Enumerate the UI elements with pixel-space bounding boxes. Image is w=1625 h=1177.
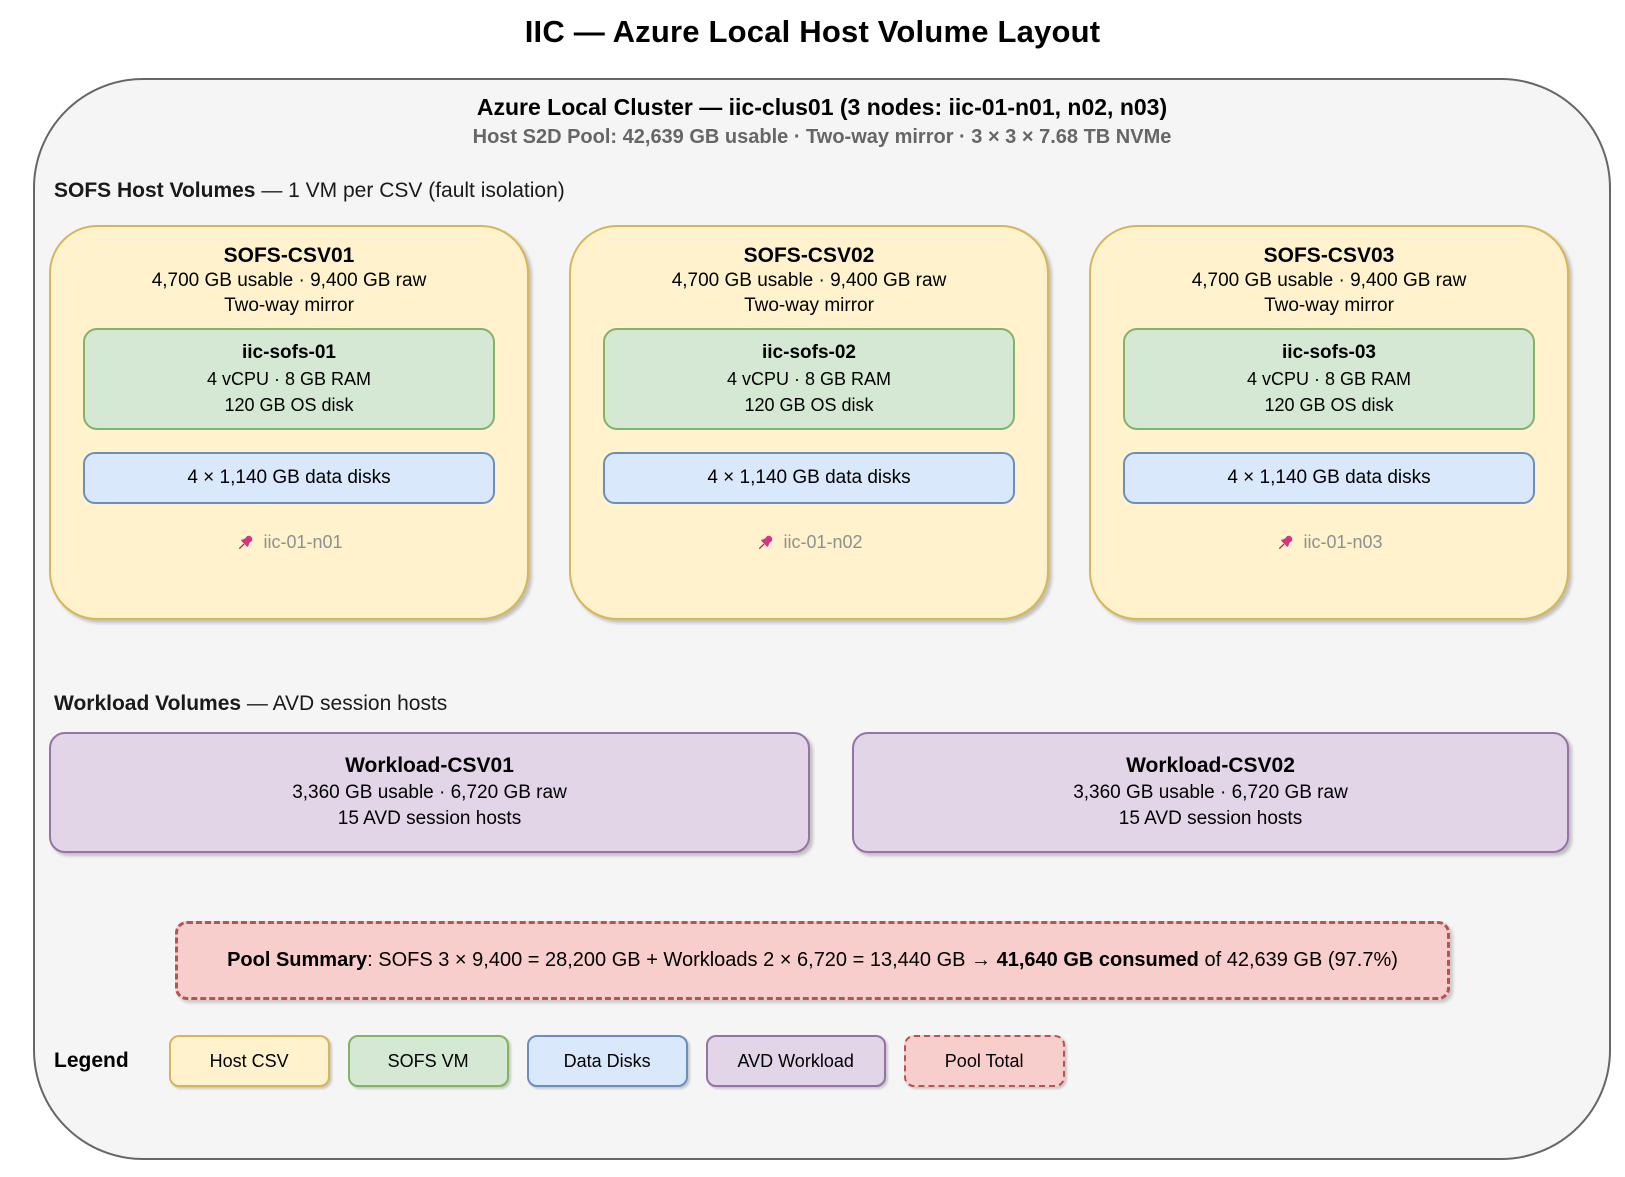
sofs-csv01-card: SOFS-CSV01 4,700 GB usable · 9,400 GB ra… (49, 225, 529, 620)
sofs-section-label: SOFS Host Volumes — 1 VM per CSV (fault … (54, 179, 1609, 203)
pool-summary-consumed: 41,640 GB consumed (996, 949, 1199, 971)
cluster-container: Azure Local Cluster — iic-clus01 (3 node… (33, 78, 1611, 1160)
workload-capacity: 3,360 GB usable · 6,720 GB raw (1073, 782, 1348, 803)
workload-section-label-bold: Workload Volumes (54, 692, 242, 715)
csv-capacity: 4,700 GB usable · 9,400 GB raw (151, 270, 427, 291)
sofs-vm-box: iic-sofs-01 4 vCPU · 8 GB RAM 120 GB OS … (83, 328, 495, 430)
workload-section-label-rest: — AVD session hosts (241, 692, 448, 715)
workload-csv01-card: Workload-CSV01 3,360 GB usable · 6,720 G… (49, 732, 810, 853)
data-disks-box: 4 × 1,140 GB data disks (83, 452, 495, 504)
csv-capacity: 4,700 GB usable · 9,400 GB raw (671, 270, 947, 291)
legend-item-sofs-vm: SOFS VM (347, 1035, 509, 1087)
vm-name: iic-sofs-02 (762, 342, 856, 363)
cluster-title: Azure Local Cluster — iic-clus01 (3 node… (476, 94, 1168, 120)
vm-os-disk: 120 GB OS disk (1264, 395, 1394, 415)
vm-specs: 4 vCPU · 8 GB RAM (726, 369, 892, 389)
vm-os-disk: 120 GB OS disk (744, 395, 874, 415)
csv-title: SOFS-CSV01 (223, 244, 355, 267)
pushpin-icon (239, 535, 253, 549)
sofs-vm-box: iic-sofs-02 4 vCPU · 8 GB RAM 120 GB OS … (603, 328, 1015, 430)
workload-hosts: 15 AVD session hosts (337, 807, 522, 829)
legend-item-pool-total: Pool Total (903, 1035, 1065, 1087)
pool-summary-label: Pool Summary (227, 949, 368, 971)
csv-resiliency: Two-way mirror (224, 294, 354, 316)
vm-specs: 4 vCPU · 8 GB RAM (206, 369, 372, 389)
data-disks-box: 4 × 1,140 GB data disks (603, 452, 1015, 504)
vm-name: iic-sofs-01 (242, 342, 336, 363)
workload-section-label: Workload Volumes — AVD session hosts (54, 692, 1609, 716)
workload-hosts: 15 AVD session hosts (1118, 807, 1303, 829)
legend: Legend Host CSV SOFS VM Data Disks AVD W… (54, 1035, 1609, 1087)
csv-resiliency: Two-way mirror (744, 294, 874, 316)
workload-cards-row: Workload-CSV01 3,360 GB usable · 6,720 G… (49, 732, 1569, 853)
sofs-csv02-card: SOFS-CSV02 4,700 GB usable · 9,400 GB ra… (569, 225, 1049, 620)
workload-title: Workload-CSV01 (345, 754, 514, 777)
node-label: iic-01-n02 (783, 532, 863, 552)
legend-item-avd-workload: AVD Workload (705, 1035, 886, 1087)
node-affinity: iic-01-n02 (603, 532, 1015, 553)
sofs-vm-box: iic-sofs-03 4 vCPU · 8 GB RAM 120 GB OS … (1123, 328, 1535, 430)
page-title: IIC — Azure Local Host Volume Layout (524, 14, 1101, 49)
cluster-subtitle: Host S2D Pool: 42,639 GB usable · Two-wa… (472, 126, 1172, 148)
pool-summary-equation: : SOFS 3 × 9,400 = 28,200 GB + Workloads… (367, 949, 997, 971)
node-affinity: iic-01-n01 (83, 532, 495, 553)
node-affinity: iic-01-n03 (1123, 532, 1535, 553)
csv-resiliency: Two-way mirror (1264, 294, 1394, 316)
csv-capacity: 4,700 GB usable · 9,400 GB raw (1191, 270, 1467, 291)
sofs-section-label-rest: — 1 VM per CSV (fault isolation) (255, 179, 565, 202)
csv-title: SOFS-CSV03 (1263, 244, 1395, 267)
vm-os-disk: 120 GB OS disk (224, 395, 354, 415)
node-label: iic-01-n01 (263, 532, 343, 552)
pushpin-icon (759, 535, 773, 549)
pool-summary-box: Pool Summary: SOFS 3 × 9,400 = 28,200 GB… (175, 921, 1450, 1000)
vm-name: iic-sofs-03 (1282, 342, 1376, 363)
legend-label: Legend (54, 1049, 129, 1072)
csv-title: SOFS-CSV02 (743, 244, 875, 267)
pushpin-icon (1279, 535, 1293, 549)
data-disks-box: 4 × 1,140 GB data disks (1123, 452, 1535, 504)
node-label: iic-01-n03 (1303, 532, 1383, 552)
legend-item-data-disks: Data Disks (526, 1035, 688, 1087)
vm-specs: 4 vCPU · 8 GB RAM (1246, 369, 1412, 389)
workload-capacity: 3,360 GB usable · 6,720 GB raw (292, 782, 567, 803)
pool-summary-suffix: of 42,639 GB (97.7%) (1198, 949, 1398, 971)
sofs-cards-row: SOFS-CSV01 4,700 GB usable · 9,400 GB ra… (49, 225, 1569, 620)
workload-title: Workload-CSV02 (1126, 754, 1295, 777)
sofs-csv03-card: SOFS-CSV03 4,700 GB usable · 9,400 GB ra… (1089, 225, 1569, 620)
legend-item-host-csv: Host CSV (168, 1035, 330, 1087)
sofs-section-label-bold: SOFS Host Volumes (54, 179, 256, 202)
workload-csv02-card: Workload-CSV02 3,360 GB usable · 6,720 G… (852, 732, 1569, 853)
